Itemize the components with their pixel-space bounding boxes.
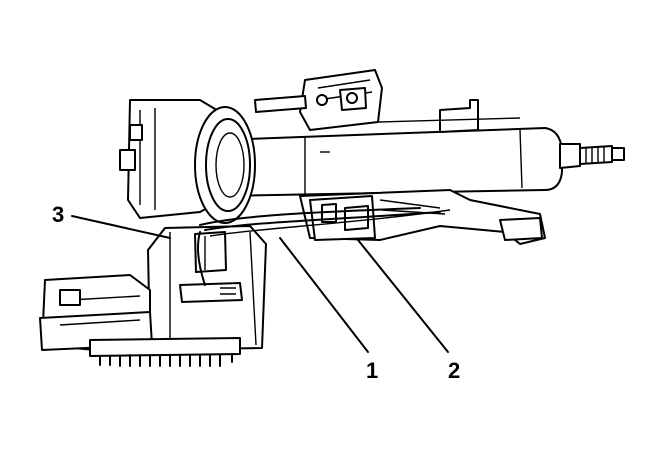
callout-2: 2 [448, 358, 460, 383]
column-shaft [219, 127, 625, 197]
callout-1: 1 [366, 358, 378, 383]
lock-housing [119, 99, 256, 224]
callout-3: 3 [52, 202, 64, 227]
electrical-module [39, 225, 267, 367]
wiring-harness [196, 207, 451, 286]
upper-bracket [254, 69, 521, 133]
leader-lines [71, 215, 449, 353]
lower-bracket [299, 189, 546, 245]
